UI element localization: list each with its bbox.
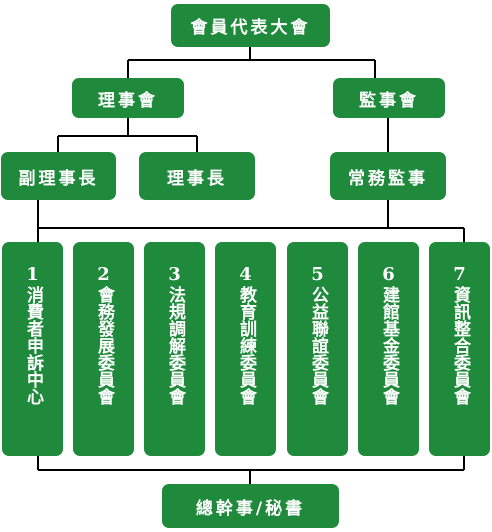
committee-number: 7 [453, 264, 466, 285]
committee-3: 3 法規調解委員會 [144, 242, 205, 456]
committee-number: 1 [26, 264, 39, 285]
committee-4: 4 教育訓練委員會 [215, 242, 276, 456]
committee-number: 6 [382, 264, 395, 285]
chair-box: 理事長 [139, 152, 255, 200]
committee-name: 公益聯誼委員會 [308, 286, 328, 405]
committee-1: 1 消費者申訴中心 [2, 242, 63, 456]
committee-name: 消費者申訴中心 [23, 286, 43, 405]
committee-number: 2 [97, 264, 110, 285]
vice-chair-box: 副理事長 [1, 152, 116, 200]
committee-name: 建館基金委員會 [379, 286, 399, 405]
committee-number: 3 [168, 264, 181, 285]
committee-number: 4 [239, 264, 252, 285]
committee-name: 會務發展委員會 [94, 286, 114, 405]
committee-number: 5 [311, 264, 324, 285]
committee-2: 2 會務發展委員會 [73, 242, 134, 456]
committee-7: 7 資訊整合委員會 [429, 242, 490, 456]
committee-name: 教育訓練委員會 [236, 286, 256, 405]
committee-6: 6 建館基金委員會 [358, 242, 419, 456]
committee-5: 5 公益聯誼委員會 [287, 242, 348, 456]
board-of-directors-box: 理事會 [72, 78, 184, 118]
general-assembly-box: 會員代表大會 [171, 4, 330, 47]
committee-name: 資訊整合委員會 [450, 286, 470, 405]
secretariat-box: 總幹事/秘書 [162, 484, 339, 528]
standing-supervisor-box: 常務監事 [330, 152, 446, 200]
board-of-supervisors-box: 監事會 [333, 78, 445, 118]
committee-name: 法規調解委員會 [165, 286, 185, 405]
